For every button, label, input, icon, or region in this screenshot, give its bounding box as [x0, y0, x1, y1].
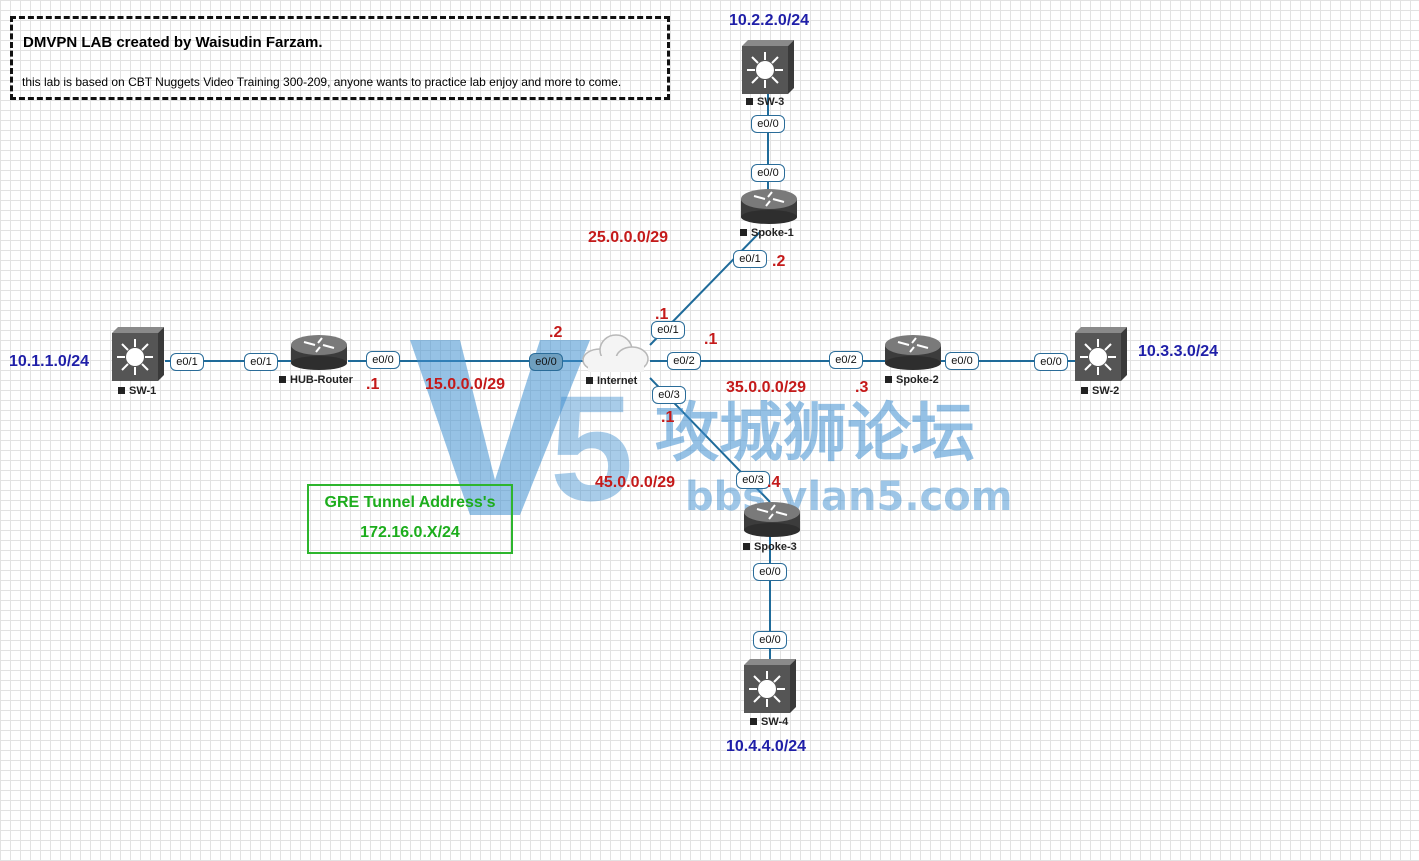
lab-note-box[interactable]: DMVPN LAB created by Waisudin Farzam. th…	[10, 16, 670, 100]
port-label[interactable]: e0/1	[170, 353, 204, 371]
router-icon[interactable]	[884, 333, 942, 371]
router-icon[interactable]	[743, 500, 801, 538]
layer3-switch-icon[interactable]	[1073, 325, 1129, 381]
host-id-internet-spoke1[interactable]: .1	[655, 306, 669, 323]
port-label[interactable]: e0/0	[529, 353, 563, 371]
device-label-sw4: SW-4	[750, 716, 788, 728]
port-label[interactable]: e0/0	[945, 352, 979, 370]
device-label-sw3: SW-3	[746, 96, 784, 108]
port-label[interactable]: e0/0	[366, 351, 400, 369]
gre-tunnel-box[interactable]: GRE Tunnel Address's 172.16.0.X/24	[307, 484, 513, 554]
lan-subnet-sw3[interactable]: 10.2.2.0/24	[729, 12, 810, 29]
device-label-sw1: SW-1	[118, 385, 156, 397]
cloud-icon[interactable]	[580, 330, 650, 376]
host-id-spoke2[interactable]: .3	[855, 379, 869, 396]
wan-subnet-hub[interactable]: 15.0.0.0/29	[425, 376, 506, 393]
host-id-internet-spoke2[interactable]: .1	[704, 331, 718, 348]
port-label[interactable]: e0/2	[667, 352, 701, 370]
device-label-spoke3: Spoke-3	[743, 541, 797, 553]
layer3-switch-icon[interactable]	[110, 325, 166, 381]
lan-subnet-sw4[interactable]: 10.4.4.0/24	[726, 738, 807, 755]
port-label[interactable]: e0/0	[751, 115, 785, 133]
port-label[interactable]: e0/1	[733, 250, 767, 268]
port-label[interactable]: e0/1	[651, 321, 685, 339]
port-label[interactable]: e0/3	[736, 471, 770, 489]
router-icon[interactable]	[290, 333, 348, 371]
port-label[interactable]: e0/2	[829, 351, 863, 369]
host-id-hub[interactable]: .1	[366, 376, 380, 393]
gre-subnet: 172.16.0.X/24	[360, 524, 460, 541]
gre-title: GRE Tunnel Address's	[324, 494, 496, 511]
host-id-internet-spoke3[interactable]: .1	[661, 409, 675, 426]
device-label-spoke1: Spoke-1	[740, 227, 794, 239]
note-title: DMVPN LAB created by Waisudin Farzam.	[23, 34, 323, 51]
port-label[interactable]: e0/3	[652, 386, 686, 404]
port-label[interactable]: e0/0	[1034, 353, 1068, 371]
wan-subnet-spoke3[interactable]: 45.0.0.0/29	[595, 474, 676, 491]
host-id-spoke1[interactable]: .2	[772, 253, 786, 270]
lan-subnet-sw1[interactable]: 10.1.1.0/24	[9, 353, 90, 370]
layer3-switch-icon[interactable]	[742, 657, 798, 713]
port-label[interactable]: e0/0	[753, 563, 787, 581]
port-label[interactable]: e0/0	[751, 164, 785, 182]
router-icon[interactable]	[740, 187, 798, 225]
device-label-internet: Internet	[586, 375, 637, 387]
host-id-spoke3[interactable]: .4	[767, 474, 781, 491]
wan-subnet-spoke2[interactable]: 35.0.0.0/29	[726, 379, 807, 396]
port-label[interactable]: e0/1	[244, 353, 278, 371]
note-body: this lab is based on CBT Nuggets Video T…	[22, 75, 622, 89]
host-id-internet-hub[interactable]: .2	[549, 324, 563, 341]
device-label-hub: HUB-Router	[279, 374, 353, 386]
device-label-spoke2: Spoke-2	[885, 374, 939, 386]
device-label-sw2: SW-2	[1081, 385, 1119, 397]
lan-subnet-sw2[interactable]: 10.3.3.0/24	[1138, 343, 1219, 360]
port-label[interactable]: e0/0	[753, 631, 787, 649]
layer3-switch-icon[interactable]	[740, 38, 796, 94]
wan-subnet-spoke1[interactable]: 25.0.0.0/29	[588, 229, 669, 246]
